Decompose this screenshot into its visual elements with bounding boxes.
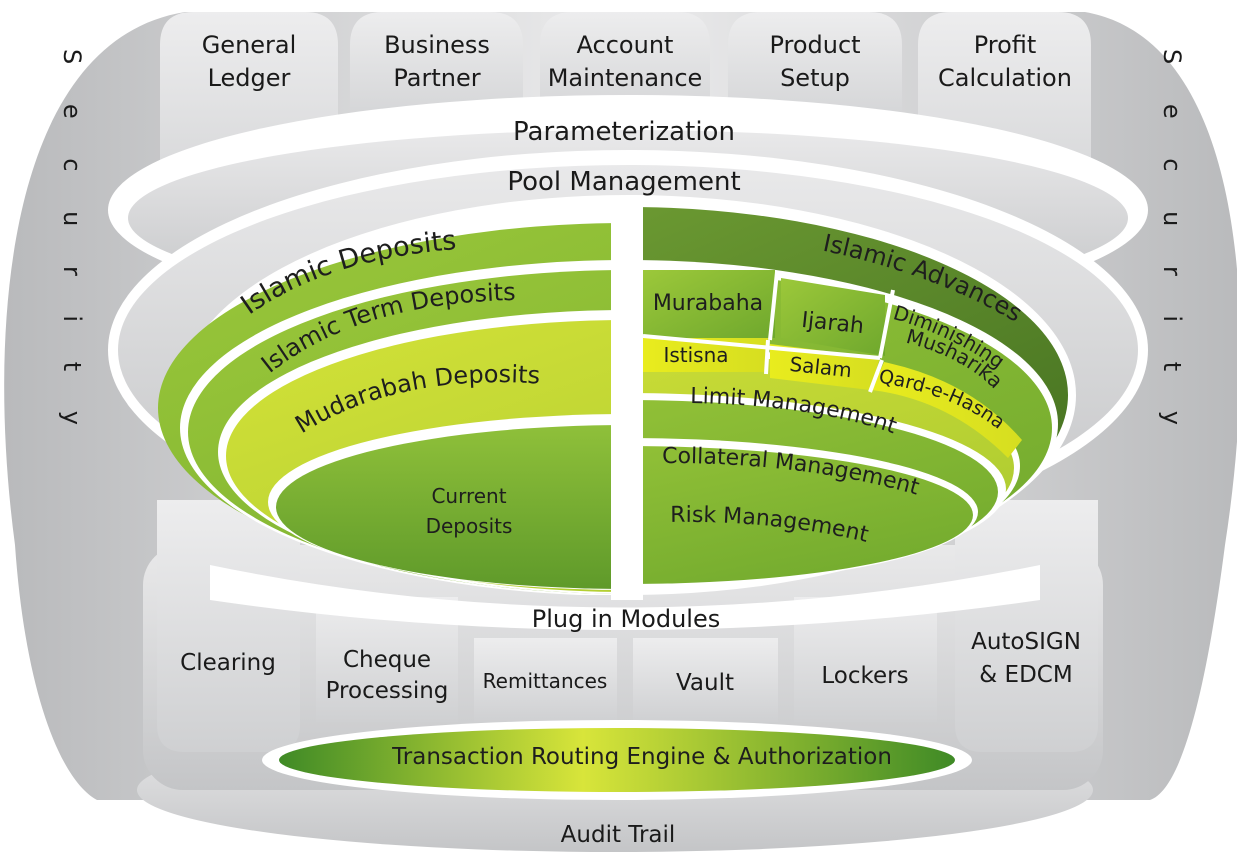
label-parameterization: Parameterization (513, 117, 735, 147)
label-clearing: Clearing (180, 650, 276, 676)
cell-qard-e-hasna[interactable] (872, 362, 1022, 458)
bottom-module-box-remittances[interactable] (474, 638, 617, 722)
bottom-module-box-clearing[interactable] (157, 500, 300, 752)
label-current-deposits-2: Deposits (426, 514, 513, 538)
label-cheque-1: Cheque (343, 647, 431, 673)
label-business-partner-1: Business (384, 31, 490, 59)
label-product-setup-2: Setup (780, 64, 850, 92)
bottom-module-box-autosign[interactable] (955, 500, 1098, 752)
label-account-maintenance-2: Maintenance (548, 64, 703, 92)
label-plug-in-modules: Plug in Modules (532, 605, 721, 633)
ring-risk-management[interactable] (283, 446, 973, 584)
deposits-half (158, 223, 980, 595)
label-murabaha: Murabaha (653, 291, 763, 316)
bottom-module-box-vault[interactable] (633, 638, 778, 722)
label-lockers: Lockers (821, 663, 908, 689)
security-left-label: S e c u r i t y (58, 49, 86, 441)
advances-half (283, 207, 1068, 588)
left-column-cap (0, 205, 10, 215)
label-current-deposits-1: Current (431, 484, 506, 508)
plug-in-band (210, 565, 1040, 630)
label-profit-calculation-1: Profit (974, 31, 1037, 59)
label-transaction-routing: Transaction Routing Engine & Authorizati… (391, 744, 892, 770)
top-module-labels: General Ledger Business Partner Account … (202, 31, 1072, 92)
label-general-ledger-2: Ledger (208, 64, 291, 92)
security-right: S e c u r i t y (1158, 49, 1186, 441)
center-divider (611, 205, 643, 600)
label-pool-management: Pool Management (507, 167, 740, 197)
label-cheque-2: Processing (326, 678, 449, 704)
divider-ijarah-diminishing (878, 289, 895, 359)
divider-murabaha-ijarah (768, 271, 779, 341)
security-left: S e c u r i t y (58, 49, 86, 441)
divider-salam-qard (868, 359, 884, 393)
label-remittances: Remittances (483, 669, 608, 693)
divider-row-1 (643, 334, 881, 360)
cell-ijarah[interactable] (781, 278, 885, 356)
label-autosign-1: AutoSIGN (971, 629, 1081, 655)
label-autosign-2: & EDCM (979, 662, 1072, 688)
bottom-module-labels: Clearing Cheque Processing Remittances V… (180, 629, 1081, 704)
label-audit-trail: Audit Trail (561, 822, 676, 848)
transaction-routing-engine[interactable] (279, 728, 955, 792)
label-business-partner-2: Partner (393, 64, 480, 92)
label-istisna: Istisna (663, 343, 728, 367)
cell-murabaha[interactable] (643, 270, 775, 338)
label-general-ledger-1: General (202, 31, 297, 59)
label-vault: Vault (676, 670, 734, 696)
current-deposits-disc[interactable] (276, 425, 980, 589)
label-product-setup-1: Product (769, 31, 860, 59)
label-account-maintenance-1: Account (577, 31, 674, 59)
security-right-label: S e c u r i t y (1158, 49, 1186, 441)
divider-istisna-salam (764, 339, 770, 375)
label-profit-calculation-2: Calculation (938, 64, 1072, 92)
